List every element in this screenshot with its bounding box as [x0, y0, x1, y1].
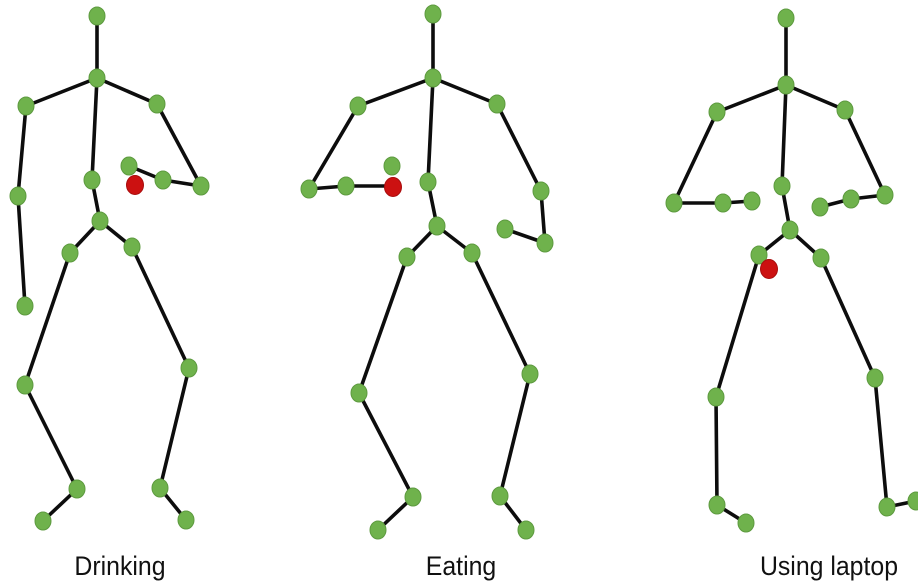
bone-lhip-lk — [357, 255, 409, 395]
bone-ls-le — [672, 110, 719, 205]
caption-drinking: Drinking — [74, 551, 166, 581]
bone-ls-le — [307, 104, 360, 191]
joint-neck — [424, 68, 442, 88]
joint-hip — [91, 211, 109, 231]
joint-lw — [16, 296, 34, 316]
bone-rhip-rk — [819, 256, 877, 380]
bone-neck-ls — [356, 76, 435, 108]
bone-rk-ra — [158, 366, 191, 490]
joint-lk — [16, 375, 34, 395]
joint-le — [300, 179, 318, 199]
joint-neck — [88, 68, 106, 88]
joint-la — [404, 487, 422, 507]
highlight-point — [126, 175, 144, 195]
bone-neck-rs — [784, 83, 847, 112]
bone-rs-re — [843, 108, 887, 197]
joint-lk — [707, 387, 725, 407]
joint-rf — [517, 520, 535, 540]
joint-la — [708, 495, 726, 515]
joint-ra — [878, 497, 896, 517]
joint-lh — [383, 156, 401, 176]
bone-neck-ls — [715, 83, 788, 114]
joint-head — [424, 4, 442, 24]
bone-neck-spine — [426, 76, 435, 184]
joint-rw — [536, 233, 554, 253]
highlight-point — [384, 177, 402, 197]
joint-rf — [907, 491, 918, 511]
joint-lhip — [750, 245, 768, 265]
joint-rhip — [812, 248, 830, 268]
joint-rw — [154, 170, 172, 190]
joint-rh — [811, 197, 829, 217]
joint-ls — [349, 96, 367, 116]
bone-neck-rs — [431, 76, 499, 106]
bone-neck-ls — [24, 76, 99, 108]
joint-la — [68, 479, 86, 499]
bone-rs-re — [155, 102, 203, 188]
bone-lhip-lk — [23, 251, 72, 387]
joint-hip — [781, 220, 799, 240]
joint-rk — [180, 358, 198, 378]
bone-lhip-lk — [714, 253, 761, 399]
joint-lf — [737, 513, 755, 533]
joint-ls — [17, 96, 35, 116]
joint-ra — [491, 486, 509, 506]
joint-rf — [177, 510, 195, 530]
bone-rk-ra — [873, 376, 889, 509]
joint-rw — [842, 189, 860, 209]
caption-using-laptop: Using laptop — [759, 551, 899, 581]
bone-neck-rs — [95, 76, 159, 106]
bone-rs-re — [495, 102, 543, 193]
joint-ls — [708, 102, 726, 122]
joint-lhip — [398, 247, 416, 267]
joint-re — [876, 185, 894, 205]
joint-hip — [428, 216, 446, 236]
skeleton-drinking — [9, 6, 210, 531]
bone-rhip-rk — [470, 251, 532, 376]
joint-head — [88, 6, 106, 26]
joint-lw — [337, 176, 355, 196]
joint-rs — [836, 100, 854, 120]
bone-le-lw — [16, 194, 27, 308]
skeleton-eating — [300, 4, 554, 540]
bone-lk-la — [714, 395, 719, 507]
joint-le — [9, 186, 27, 206]
joint-spine — [773, 176, 791, 196]
joint-re — [192, 176, 210, 196]
joint-ra — [151, 478, 169, 498]
skeleton-using-laptop — [665, 8, 918, 533]
joint-lf — [34, 511, 52, 531]
bone-neck-spine — [90, 76, 99, 182]
caption-eating: Eating — [425, 551, 497, 581]
joint-lw — [714, 193, 732, 213]
joint-head — [777, 8, 795, 28]
joint-lk — [350, 383, 368, 403]
joint-rh — [496, 219, 514, 239]
joint-lh — [743, 191, 761, 211]
joint-le — [665, 193, 683, 213]
joint-spine — [83, 170, 101, 190]
joint-rhip — [463, 243, 481, 263]
joint-lhip — [61, 243, 79, 263]
joint-rs — [488, 94, 506, 114]
joint-rk — [866, 368, 884, 388]
bone-ls-le — [16, 104, 28, 198]
joint-rhip — [123, 237, 141, 257]
joint-re — [532, 181, 550, 201]
bone-lk-la — [357, 391, 415, 499]
joint-spine — [419, 172, 437, 192]
joint-rs — [148, 94, 166, 114]
joint-neck — [777, 75, 795, 95]
joint-rh — [120, 156, 138, 176]
bone-neck-spine — [780, 83, 788, 188]
bone-rk-ra — [498, 372, 532, 498]
bone-rhip-rk — [130, 245, 191, 370]
joint-rk — [521, 364, 539, 384]
joint-lf — [369, 520, 387, 540]
bone-lk-la — [23, 383, 79, 491]
highlight-point — [760, 259, 778, 279]
